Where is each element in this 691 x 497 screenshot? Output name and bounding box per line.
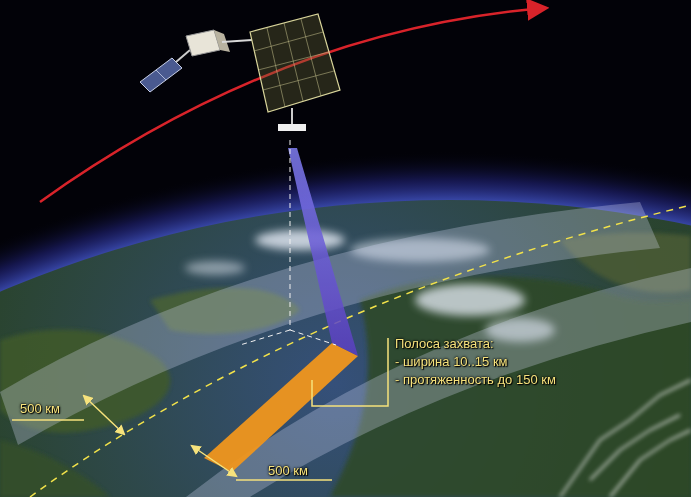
dimension-label: 500 км: [268, 463, 308, 479]
dimension-label: 500 км: [20, 401, 60, 417]
callout-line: - ширина 10..15 км: [395, 354, 508, 370]
callout-heading: Полоса захвата:: [395, 336, 494, 352]
callout-line: - протяженность до 150 км: [395, 372, 556, 388]
